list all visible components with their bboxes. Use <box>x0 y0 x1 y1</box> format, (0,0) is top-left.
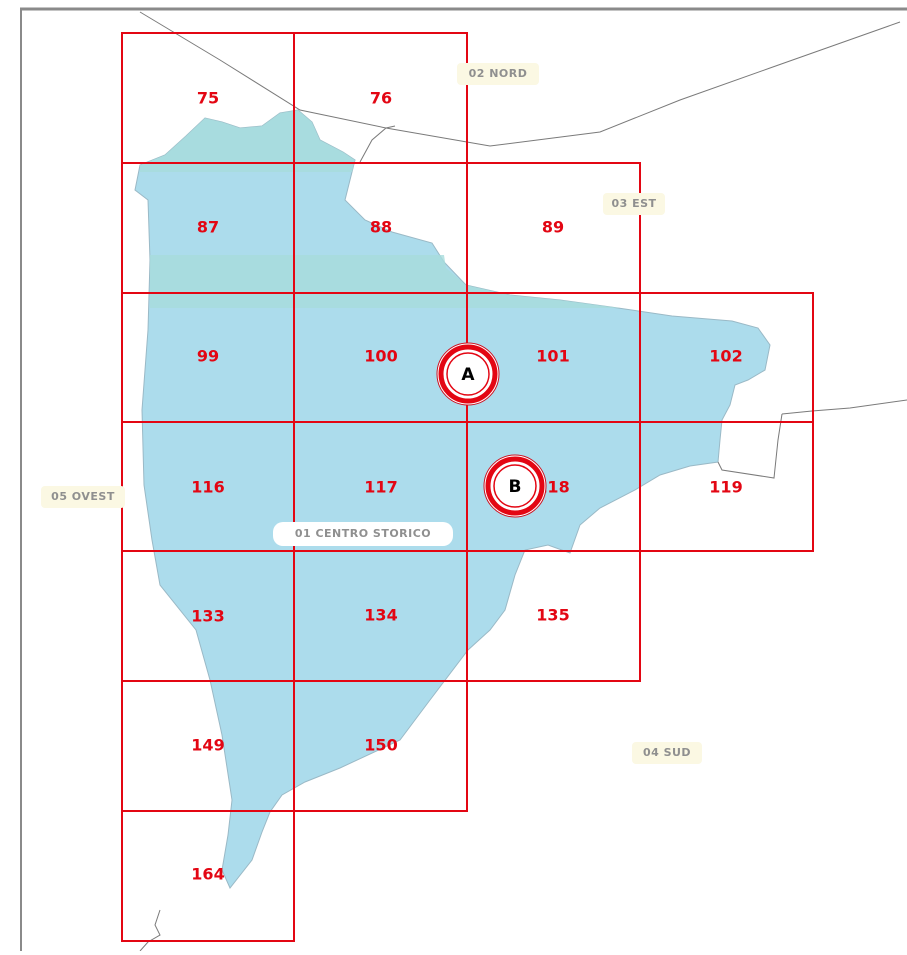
tile-164-cell[interactable] <box>121 810 295 942</box>
tile-119[interactable]: 119 <box>709 478 742 497</box>
district-labels: 02 NORD 03 EST 04 SUD 05 OVEST 01 CENTRO… <box>41 63 702 764</box>
label-bg-est <box>603 193 665 215</box>
tile-102[interactable]: 102 <box>709 347 742 366</box>
marker-a-inner <box>446 352 490 396</box>
tile-101[interactable]: 101 <box>536 347 569 366</box>
tile-135[interactable]: 135 <box>536 606 569 625</box>
tile-76[interactable]: 76 <box>370 89 392 108</box>
district-label-nord[interactable]: 02 NORD <box>469 67 528 80</box>
district-mid-tint <box>150 255 620 308</box>
tile-75[interactable]: 75 <box>197 89 219 108</box>
district-label-sud[interactable]: 04 SUD <box>643 746 691 759</box>
tile-135-cell[interactable] <box>466 550 641 682</box>
tile-labels: 75 76 87 88 89 99 100 101 102 116 117 11… <box>191 89 742 884</box>
tile-116[interactable]: 116 <box>191 478 224 497</box>
label-bg-nord <box>457 63 539 85</box>
tile-164[interactable]: 164 <box>191 865 224 884</box>
tile-87[interactable]: 87 <box>197 218 219 237</box>
tile-150[interactable]: 150 <box>364 736 397 755</box>
tile-100[interactable]: 100 <box>364 347 397 366</box>
tile-99[interactable]: 99 <box>197 347 219 366</box>
district-label-est[interactable]: 03 EST <box>611 197 656 210</box>
marker-a-letter: A <box>461 365 475 385</box>
label-bg-ovest <box>41 486 125 508</box>
marker-b[interactable]: B <box>483 454 547 518</box>
tile-88[interactable]: 88 <box>370 218 392 237</box>
tile-134[interactable]: 134 <box>364 606 397 625</box>
district-label-ovest[interactable]: 05 OVEST <box>51 490 115 503</box>
tile-149[interactable]: 149 <box>191 736 224 755</box>
district-label-centro-storico[interactable]: 01 CENTRO STORICO <box>295 527 431 540</box>
tile-grid <box>121 32 814 942</box>
label-bg-sud <box>632 742 702 764</box>
tile-150-cell[interactable] <box>293 680 468 812</box>
tile-133[interactable]: 133 <box>191 607 224 626</box>
marker-b-inner <box>493 464 537 508</box>
district-upper-tint <box>140 110 355 172</box>
marker-b-letter: B <box>509 477 522 497</box>
tile-119-cell[interactable] <box>639 421 814 552</box>
tile-117[interactable]: 117 <box>364 478 397 497</box>
tile-89[interactable]: 89 <box>542 218 564 237</box>
marker-a[interactable]: A <box>436 342 500 406</box>
district-boundaries <box>139 11 907 952</box>
label-bg-centro <box>273 522 453 546</box>
